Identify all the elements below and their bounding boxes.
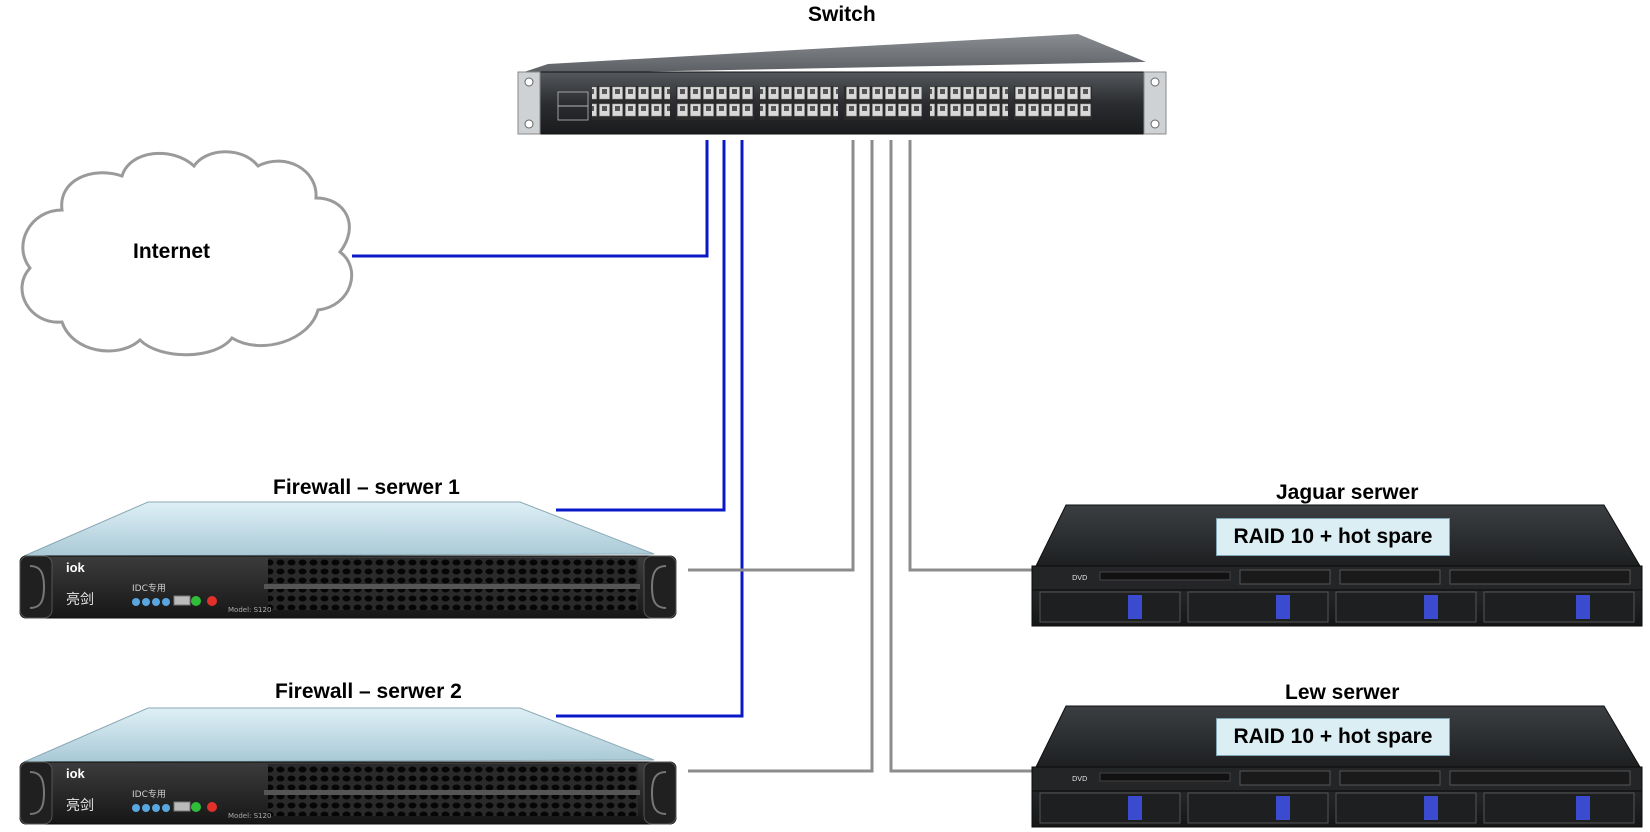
- jaguar-raid-box: RAID 10 + hot spare: [1216, 518, 1450, 556]
- lew-label: Lew serwer: [1285, 681, 1400, 704]
- firewall-server-1: iok IDC专用 亮剑 Model: S120: [19, 501, 677, 619]
- link-firewall1-switch: [556, 140, 726, 512]
- jaguar-label: Jaguar serwer: [1276, 481, 1419, 504]
- firewall2-handle-left: [19, 761, 53, 825]
- switch-label: Switch: [808, 3, 876, 26]
- internet-label: Internet: [133, 240, 211, 263]
- gray-links: [688, 140, 1032, 773]
- firewall1-brand: iok: [66, 560, 86, 575]
- firewall2-power-led: [191, 802, 201, 812]
- firewall2-leds: [132, 804, 170, 812]
- jaguar-dvd-drive: [1099, 571, 1231, 581]
- internet-cloud: [20, 150, 354, 357]
- lew-control-panel: [1339, 770, 1441, 786]
- firewall-server-2: iok IDC专用 亮剑 Model: S120: [19, 707, 677, 825]
- lew-dvd-label: DVD: [1072, 775, 1087, 783]
- link-jaguar-switch: [908, 140, 1032, 572]
- firewall2-usb-port: [173, 801, 191, 812]
- switch-device: [517, 34, 1167, 135]
- firewall1-power-led: [191, 596, 201, 606]
- link-lew-switch: [889, 140, 1032, 773]
- jaguar-control-panel: [1339, 569, 1441, 585]
- jaguar-dvd-label: DVD: [1072, 574, 1087, 582]
- firewall1-top: [23, 501, 655, 557]
- lew-drive-bays: [1039, 792, 1635, 824]
- link-firewall1-lan: [688, 140, 855, 572]
- firewall2-front-text-b: 亮剑: [66, 797, 94, 814]
- switch-top: [518, 34, 1146, 74]
- firewall1-alert-led: [207, 596, 217, 606]
- lew-raid-box: RAID 10 + hot spare: [1216, 718, 1450, 756]
- switch-rack-ear-right: [1143, 71, 1167, 135]
- firewall2-alert-led: [207, 802, 217, 812]
- switch-port-groups: [592, 86, 1092, 120]
- firewall2-label: Firewall – serwer 2: [275, 680, 462, 703]
- switch-rack-ear-left: [517, 71, 541, 135]
- cloud-shape: [20, 150, 354, 357]
- link-firewall2-switch: [556, 140, 744, 718]
- blue-links: [352, 140, 744, 718]
- firewall1-label: Firewall – serwer 1: [273, 476, 460, 499]
- firewall1-handle-right: [643, 555, 677, 619]
- firewall1-front-text-a: IDC专用: [132, 582, 166, 594]
- firewall2-model: Model: S120: [228, 812, 271, 820]
- lew-dvd-drive: [1099, 772, 1231, 782]
- firewall1-model: Model: S120: [228, 606, 271, 614]
- firewall1-leds: [132, 598, 170, 606]
- firewall1-handle-left: [19, 555, 53, 619]
- firewall2-top: [23, 707, 655, 763]
- link-firewall2-lan: [688, 140, 874, 773]
- firewall1-usb-port: [173, 595, 191, 606]
- firewall1-front-text-b: 亮剑: [66, 591, 94, 608]
- firewall2-handle-right: [643, 761, 677, 825]
- link-internet-switch: [352, 140, 709, 258]
- firewall2-brand: iok: [66, 766, 86, 781]
- firewall2-front-text-a: IDC专用: [132, 788, 166, 800]
- jaguar-drive-bays: [1039, 591, 1635, 623]
